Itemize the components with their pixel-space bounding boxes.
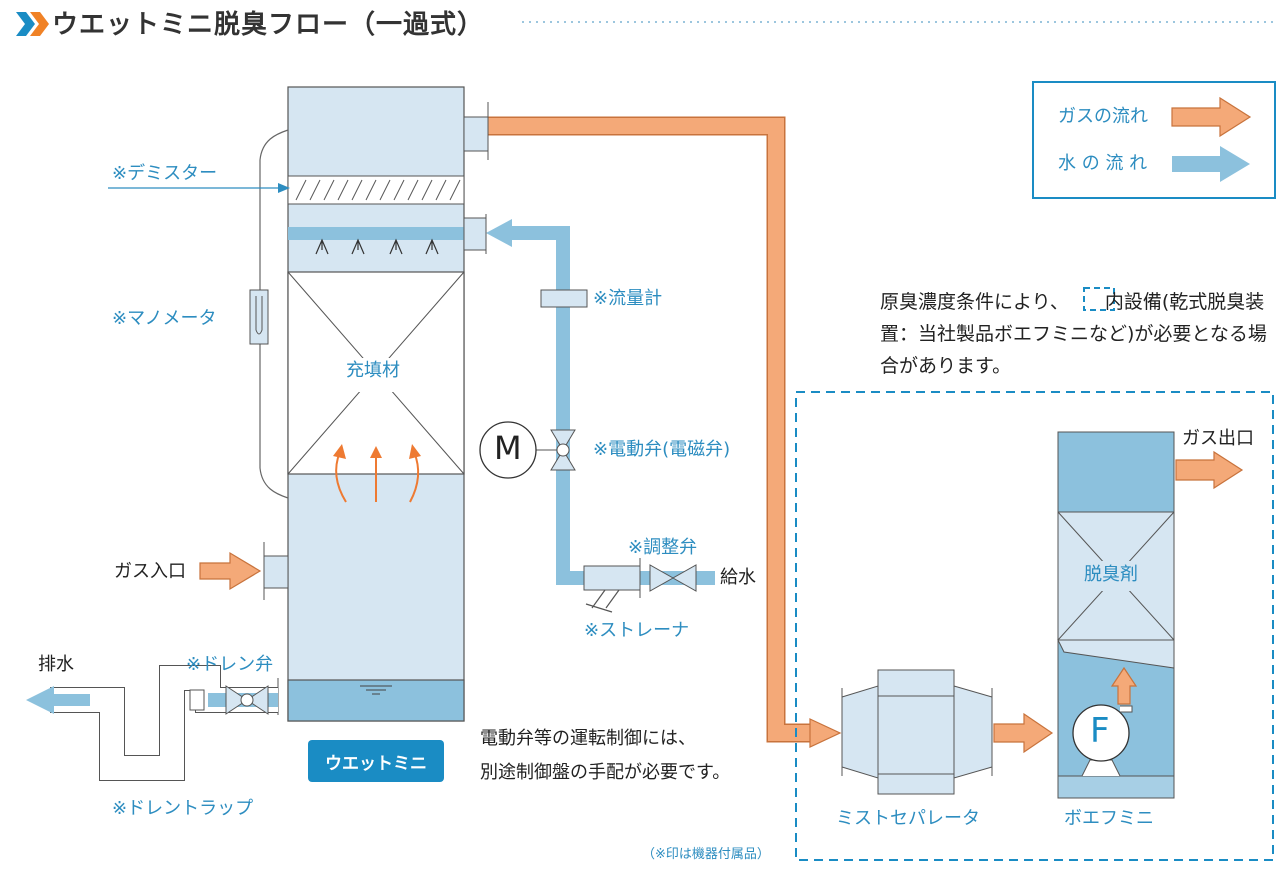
packing-label: 充填材 bbox=[346, 360, 400, 381]
title-chevron-icon bbox=[16, 12, 49, 36]
drain-trap bbox=[50, 665, 278, 781]
gas-outlet-arrow bbox=[1175, 450, 1244, 490]
legend-gas-arrow-icon bbox=[1171, 96, 1252, 138]
fan-circle bbox=[1072, 704, 1130, 762]
legend-water-arrow-icon bbox=[1172, 146, 1250, 182]
mist-separator bbox=[841, 669, 993, 795]
motor-valve bbox=[479, 421, 576, 479]
drain-out-label: 排水 bbox=[38, 654, 74, 675]
mist-separator-label: ミストセパレータ bbox=[836, 808, 980, 829]
gas-inlet-label: ガス入口 bbox=[114, 561, 186, 582]
drain-out-arrow bbox=[26, 686, 90, 714]
manometer-gauge bbox=[249, 289, 269, 345]
motor-label: M bbox=[494, 429, 522, 467]
strainer bbox=[583, 558, 641, 613]
drain-trap-label: ※ドレントラップ bbox=[112, 798, 254, 819]
condition-note-part2: 内設備(乾式脱臭装置：当社製品ボエフミニなど)が必要となる場合があります。 bbox=[880, 291, 1267, 377]
control-note-line2: 別途制御盤の手配が必要です。 bbox=[480, 762, 731, 783]
internal-gas-flow-arrows bbox=[333, 444, 421, 503]
gas-inlet-arrow bbox=[199, 551, 262, 591]
legend-water-label: 水 の 流 れ bbox=[1058, 153, 1148, 174]
legend-gas-label: ガスの流れ bbox=[1058, 106, 1148, 127]
adjust-valve-label: ※調整弁 bbox=[628, 537, 698, 558]
deodorant-label: 脱臭剤 bbox=[1084, 564, 1138, 585]
legend-box bbox=[1032, 81, 1276, 199]
strainer-label: ※ストレーナ bbox=[584, 620, 690, 641]
control-note-line1: 電動弁等の運転制御には、 bbox=[480, 728, 696, 749]
drain-valve-label: ※ドレン弁 bbox=[186, 654, 274, 675]
flowmeter bbox=[540, 289, 588, 308]
water-supply-pipe bbox=[510, 226, 715, 585]
demister-label: ※デミスター bbox=[112, 163, 218, 184]
dashed-box-icon bbox=[1083, 287, 1115, 311]
condition-note: 原臭濃度条件により、内設備(乾式脱臭装置：当社製品ボエフミニなど)が必要となる場… bbox=[880, 286, 1280, 382]
footnote: （※印は機器付属品） bbox=[642, 847, 770, 862]
motor-circle bbox=[479, 421, 537, 479]
condition-note-part1: 原臭濃度条件により、 bbox=[880, 291, 1069, 313]
motor-valve-label: ※電動弁(電磁弁) bbox=[593, 439, 731, 460]
water-sump bbox=[287, 679, 465, 722]
boefumini-unit bbox=[1057, 431, 1175, 799]
page-title: ウエットミニ脱臭フロー（一過式） bbox=[52, 10, 485, 40]
wet-mini-tower bbox=[263, 86, 489, 722]
water-supply-label: 給水 bbox=[720, 567, 756, 588]
spray-header bbox=[288, 227, 464, 240]
fan-label: F bbox=[1090, 711, 1110, 751]
manometer-label: ※マノメータ bbox=[112, 308, 217, 329]
water-inlet-arrowhead bbox=[486, 219, 512, 247]
gas-outlet-label: ガス出口 bbox=[1182, 428, 1254, 449]
fan-up-arrow bbox=[1110, 666, 1138, 705]
separator-to-boefumini-arrow bbox=[993, 712, 1054, 754]
gas-duct bbox=[487, 116, 812, 743]
boefumini-label: ボエフミニ bbox=[1064, 808, 1154, 829]
flowmeter-label: ※流量計 bbox=[593, 288, 663, 309]
wet-mini-badge: ウエットミニ bbox=[308, 740, 444, 782]
optional-equipment-boundary bbox=[795, 391, 1274, 861]
gas-duct-arrowhead bbox=[809, 718, 842, 748]
adjust-valve bbox=[649, 564, 697, 592]
